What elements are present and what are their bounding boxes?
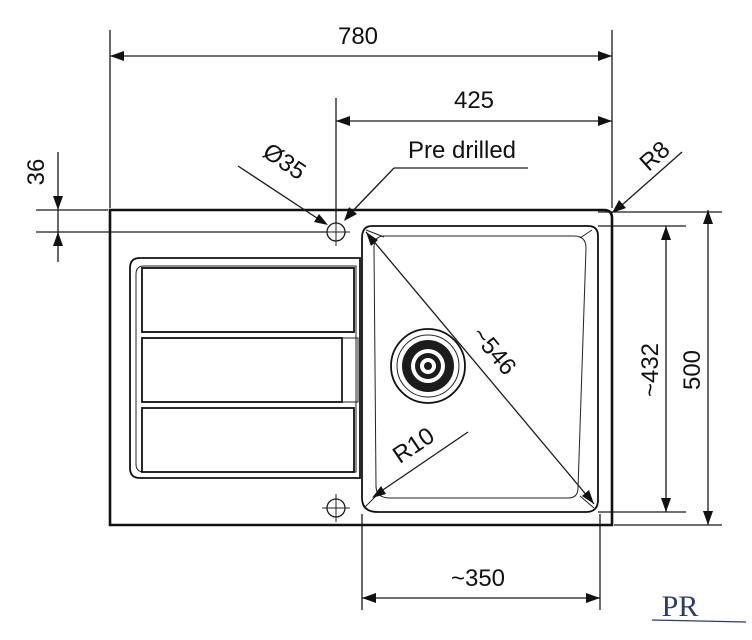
sink-outline	[108, 208, 614, 527]
pre-drilled-callout: Pre drilled	[344, 137, 528, 221]
dim-overall-width-label: 780	[338, 23, 378, 50]
dim-bowl-radius: R10	[372, 422, 469, 498]
tap-hole-bottom	[322, 494, 350, 522]
dim-overall-depth-label: 500	[679, 350, 706, 390]
dim-outer-radius-label: R8	[635, 136, 676, 177]
dim-tap-hole-diameter: Ø35	[237, 138, 328, 225]
brand-logo-text: PR	[662, 590, 699, 623]
brand-logo: PR	[651, 590, 747, 623]
sink-bowl	[361, 225, 599, 513]
dim-overall-depth: 500	[679, 210, 713, 525]
dim-drill-offset-label: 36	[23, 159, 50, 186]
dim-bowl-radius-label: R10	[388, 422, 440, 469]
dim-bowl-width-label: 425	[454, 87, 494, 114]
tap-hole-top	[322, 218, 350, 246]
dim-bowl-depth: ~432	[637, 226, 671, 512]
dim-drill-offset: 36	[23, 152, 63, 262]
extension-lines	[36, 30, 722, 610]
dim-tap-hole-diameter-label: Ø35	[258, 138, 311, 186]
dim-bowl-bottom-width: ~350	[362, 565, 600, 603]
drainboard	[129, 257, 361, 479]
dim-overall-width: 780	[110, 23, 612, 61]
pre-drilled-label: Pre drilled	[408, 137, 516, 164]
drainboard-rib-middle	[141, 337, 343, 403]
dim-outer-radius: R8	[612, 136, 683, 213]
drainboard-rib-bottom	[141, 407, 355, 473]
dim-bowl-width: 425	[336, 87, 612, 126]
drain-icon	[390, 328, 466, 404]
dim-bowl-diagonal-label: ~546	[466, 322, 521, 381]
dim-bowl-bottom-width-label: ~350	[451, 565, 505, 592]
drainboard-rib-top	[141, 267, 355, 333]
dim-bowl-depth-label: ~432	[637, 343, 664, 397]
